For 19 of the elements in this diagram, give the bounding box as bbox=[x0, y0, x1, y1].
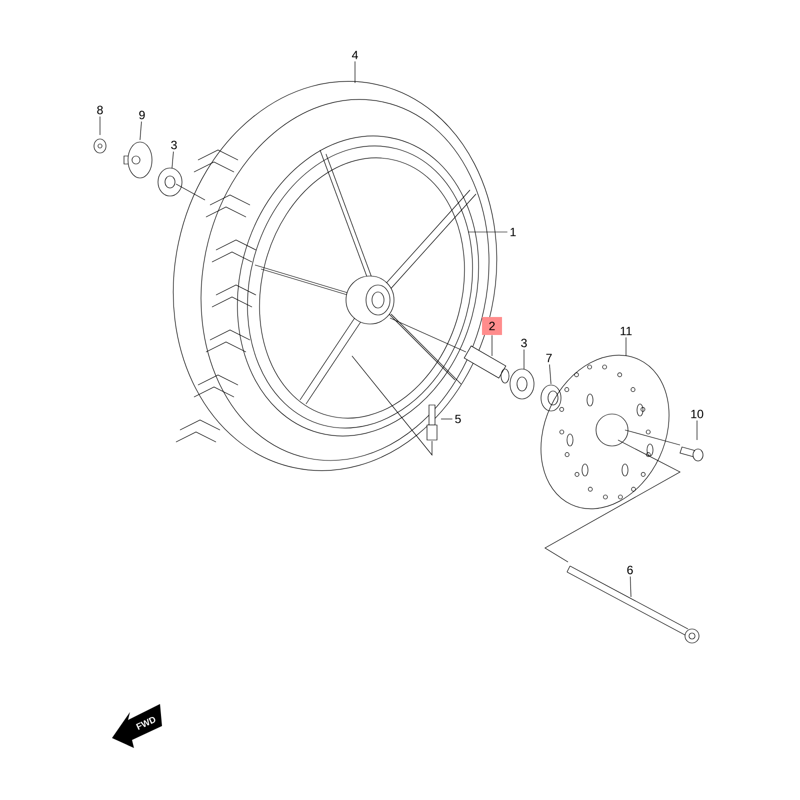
callout-number: 5 bbox=[455, 414, 461, 424]
callout-number: 11 bbox=[620, 326, 632, 336]
leader-line bbox=[140, 121, 142, 140]
callout-number: 9 bbox=[139, 110, 145, 120]
leader-line bbox=[172, 151, 174, 168]
callout-number: 4 bbox=[352, 50, 358, 60]
callout-number: 3 bbox=[171, 140, 177, 150]
leader-line bbox=[696, 420, 698, 440]
callout-number: 8 bbox=[97, 106, 103, 114]
callout-number: 2 bbox=[482, 317, 502, 335]
leader-line bbox=[630, 576, 632, 598]
leader-line bbox=[354, 61, 356, 84]
leader-line bbox=[440, 418, 453, 420]
callout-number: 3 bbox=[521, 338, 527, 348]
callout-number: 7 bbox=[546, 354, 552, 362]
callout-number: 1 bbox=[510, 228, 516, 236]
leader-line bbox=[549, 364, 552, 384]
callout-number: 10 bbox=[691, 410, 704, 418]
callout-number: 6 bbox=[627, 566, 633, 574]
